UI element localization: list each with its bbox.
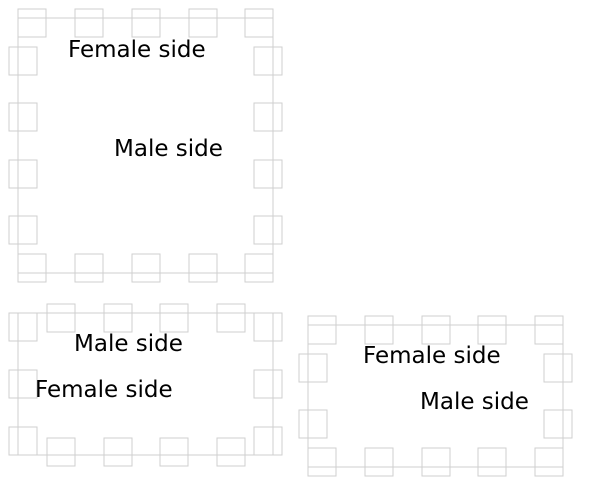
finger-tab <box>244 8 274 38</box>
finger-tabs <box>8 303 283 467</box>
finger-tab <box>8 46 38 76</box>
panel-bottom-left-lower-label: Female side <box>35 377 173 403</box>
panel-outline <box>17 312 274 456</box>
panel-bottom-right-upper-label: Female side <box>363 343 501 369</box>
finger-tab <box>253 369 283 399</box>
panel-outline <box>17 17 274 274</box>
finger-tab <box>103 303 133 333</box>
finger-tab <box>421 447 451 477</box>
finger-tab <box>298 353 328 383</box>
finger-tab <box>543 353 573 383</box>
finger-tab <box>17 253 47 283</box>
finger-tab <box>159 303 189 333</box>
finger-tab <box>8 426 38 456</box>
finger-tab <box>46 303 76 333</box>
panel-outline <box>307 324 564 468</box>
finger-tab <box>188 253 218 283</box>
finger-tab <box>8 369 38 399</box>
finger-tab <box>8 215 38 245</box>
finger-tab <box>477 447 507 477</box>
finger-tab <box>253 46 283 76</box>
finger-tab <box>8 159 38 189</box>
finger-tabs <box>8 8 283 283</box>
finger-tab <box>364 447 394 477</box>
finger-tab <box>364 315 394 345</box>
finger-tab <box>534 315 564 345</box>
finger-tab <box>253 312 283 342</box>
finger-tab <box>46 437 76 467</box>
panel-bottom-left-upper-label: Male side <box>74 331 183 357</box>
finger-tab <box>307 447 337 477</box>
finger-tab <box>8 102 38 132</box>
finger-tab <box>307 315 337 345</box>
finger-tab <box>253 215 283 245</box>
finger-tab <box>17 8 47 38</box>
panel-top-left: Female side Male side <box>8 8 283 283</box>
panel-top-left-lower-label: Male side <box>114 136 223 162</box>
finger-tab <box>74 253 104 283</box>
finger-tab <box>298 409 328 439</box>
finger-tabs <box>298 315 573 477</box>
finger-tab <box>159 437 189 467</box>
finger-tab <box>216 437 246 467</box>
finger-tab <box>216 303 246 333</box>
panel-top-left-upper-label: Female side <box>68 37 206 63</box>
finger-tab <box>477 315 507 345</box>
panel-bottom-right-lower-label: Male side <box>420 389 529 415</box>
finger-tab <box>534 447 564 477</box>
finger-tab <box>253 426 283 456</box>
finger-tab <box>131 253 161 283</box>
finger-tab <box>131 8 161 38</box>
panel-bottom-left: Male side Female side <box>8 303 283 467</box>
finger-tab <box>244 253 274 283</box>
finger-tab <box>253 159 283 189</box>
finger-tab <box>188 8 218 38</box>
finger-tab <box>74 8 104 38</box>
finger-tab <box>543 409 573 439</box>
panel-bottom-right: Female side Male side <box>298 315 573 477</box>
finger-tab <box>8 312 38 342</box>
finger-tab <box>253 102 283 132</box>
finger-tab <box>103 437 133 467</box>
finger-tab <box>421 315 451 345</box>
